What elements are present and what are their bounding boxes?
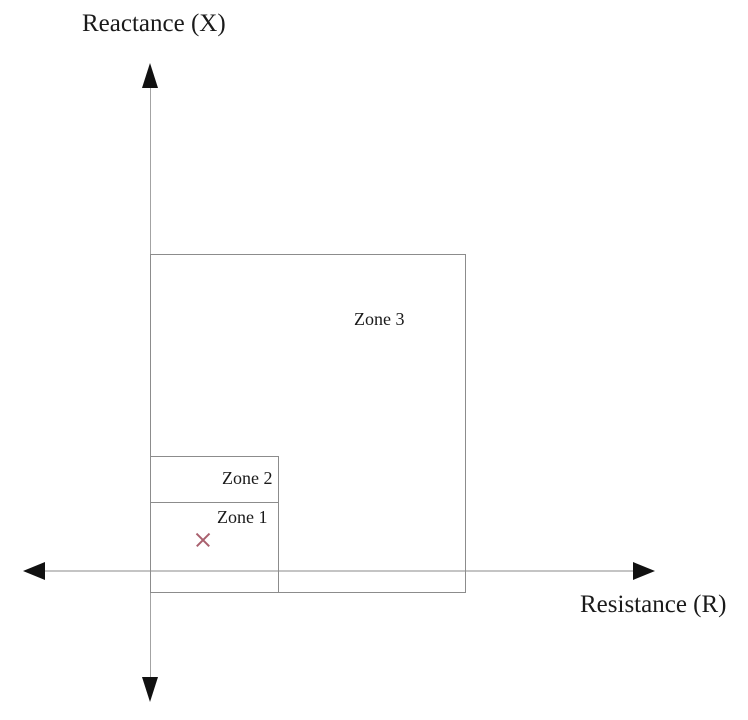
resistance-axis-line [40,570,640,572]
x-axis-label: Resistance (R) [580,591,727,618]
zone1-box [150,502,279,593]
y-axis-label: Reactance (X) [82,10,226,37]
axis-arrow-up-icon [142,63,158,88]
axis-arrow-down-icon [142,677,158,702]
axis-arrow-right-icon [633,562,655,580]
zone3-label: Zone 3 [354,309,405,329]
zone3-box [150,254,466,593]
axis-arrow-left-icon [23,562,45,580]
fault-point-marker-icon [194,531,212,549]
zone1-label: Zone 1 [217,507,268,527]
zone2-label: Zone 2 [222,468,273,488]
